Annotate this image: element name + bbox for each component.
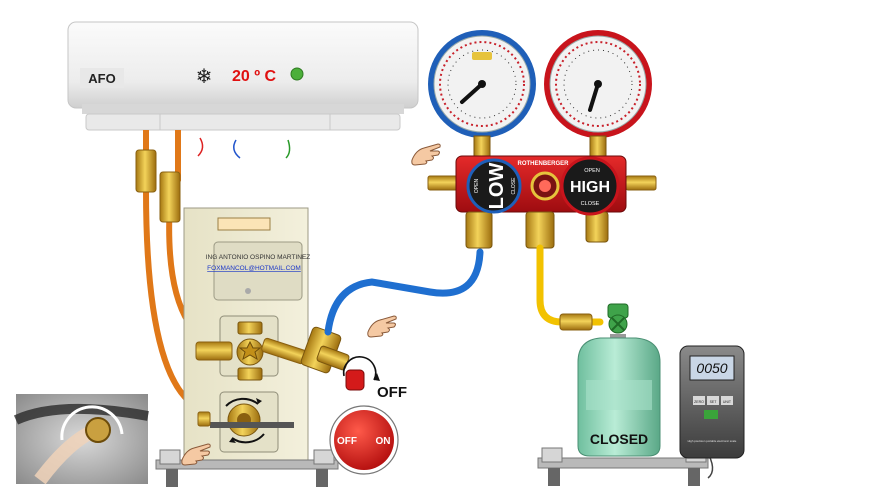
indoor-ac-unit: AFO ❄ 20 º C	[67, 21, 419, 159]
refrigerant-cylinder: CLOSED	[577, 303, 661, 457]
scale-caption: High precision portable electronic scale	[688, 439, 737, 443]
unit-key-label: UNIT	[723, 400, 732, 404]
temperature-readout: 20 º C	[232, 68, 277, 85]
pointing-hand-icon	[411, 143, 441, 166]
cylinder-label: CLOSED	[590, 431, 648, 447]
manifold-brand: ROTHENBERGER	[517, 161, 569, 167]
panel-email-link[interactable]: FOXMANCOL@HOTMAIL.COM	[207, 265, 301, 272]
condenser-base	[155, 449, 339, 487]
status-led	[290, 67, 304, 81]
electronic-scale-controller: 0050 ZERO SET UNIT High precision portab…	[679, 345, 745, 459]
unit-key[interactable]	[721, 396, 733, 405]
pointing-hand-icon	[181, 443, 211, 466]
high-valve-knob[interactable]: OPEN HIGH CLOSE	[560, 156, 620, 216]
low-open-label: OPEN	[474, 179, 480, 194]
access-valve-coupler[interactable]	[261, 326, 350, 374]
panel-author: ING ANTONIO OSPINO MARTINEZ	[206, 254, 311, 261]
high-open-label: OPEN	[584, 168, 600, 174]
toggle-off-label[interactable]: OFF	[337, 436, 357, 447]
set-key-label: SET	[710, 400, 718, 404]
low-side-blue-hose	[324, 248, 484, 336]
zero-key[interactable]	[693, 396, 705, 405]
ac-brand-label: AFO	[88, 71, 115, 86]
valve-knob[interactable]	[342, 356, 380, 391]
charging-yellow-hose	[536, 244, 604, 326]
low-close-label: CLOSE	[511, 177, 517, 195]
scale-display: 0050	[696, 360, 727, 376]
low-pressure-gauge	[428, 30, 536, 159]
snowflake-icon: ❄	[196, 64, 213, 88]
valve-state-label: OFF	[377, 384, 407, 401]
inset-photo	[13, 394, 149, 485]
condenser-service-panel: ING ANTONIO OSPINO MARTINEZ FOXMANCOL@HO…	[183, 207, 311, 461]
toggle-on-label[interactable]: ON	[376, 436, 391, 447]
set-key[interactable]	[707, 396, 719, 405]
power-toggle-button[interactable]: OFF ON	[329, 405, 399, 475]
high-pressure-gauge	[544, 30, 652, 159]
high-label: HIGH	[570, 179, 610, 196]
low-label: LOW	[486, 163, 508, 210]
high-close-label: CLOSE	[581, 201, 600, 207]
pointing-hand-icon	[367, 315, 397, 338]
low-valve-knob[interactable]: LOW OPEN CLOSE	[466, 158, 522, 214]
manifold-body: ROTHENBERGER	[427, 155, 657, 249]
zero-key-label: ZERO	[694, 400, 704, 404]
liquid-service-valve[interactable]	[195, 321, 264, 381]
